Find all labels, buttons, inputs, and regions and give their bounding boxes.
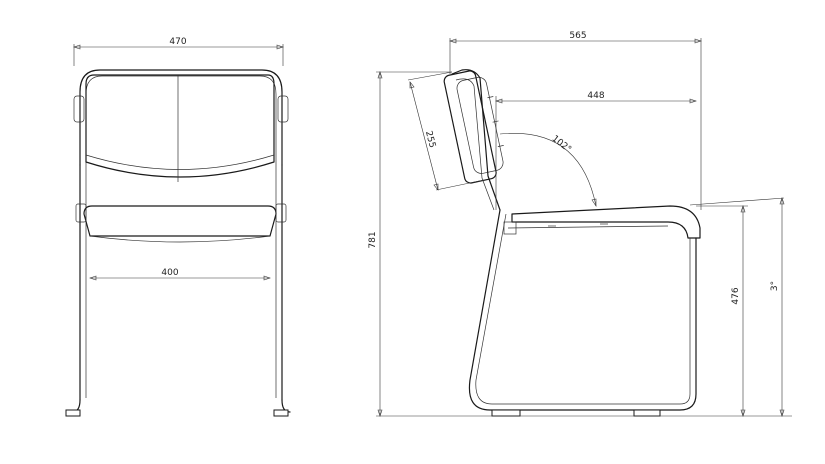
front-seat-bracket-right (275, 203, 287, 223)
side-tilt-arrow-top (779, 197, 785, 205)
side-tilt-arrow-bottom (779, 409, 785, 417)
front-backrest-pad (85, 74, 275, 178)
side-backrest-pad (443, 70, 497, 184)
front-width-label: 470 (169, 37, 186, 47)
side-backrest-cushion (456, 76, 504, 174)
front-backrest-pad-curve (85, 154, 275, 170)
side-backrest-dim-line (409, 81, 439, 191)
front-seat-width-arrow-right (263, 275, 271, 281)
front-frame-clip-left (73, 95, 85, 123)
side-sled-frame (468, 209, 697, 411)
front-view: 470 400 (65, 37, 291, 417)
side-height-arrow-bottom (377, 409, 383, 417)
side-backrest-arrow-bottom (433, 183, 439, 191)
front-foot-right (281, 399, 291, 413)
side-depth-arrow-left (449, 38, 457, 44)
side-backrest-height-label: 255 (423, 130, 437, 149)
front-backrest-frame (79, 69, 283, 166)
front-width-arrow-right (276, 44, 284, 50)
front-seat-bracket-left (75, 203, 87, 223)
side-depth-label: 565 (569, 31, 586, 41)
side-glide-rear (633, 409, 661, 417)
side-sled-frame-inner (475, 213, 691, 405)
side-backrest-tick-3 (497, 145, 504, 147)
side-backrest-arrow-top (409, 81, 415, 89)
side-seat-height-label: 476 (731, 287, 741, 304)
side-seat-height-arrow-bottom (740, 409, 746, 417)
side-backrest-ext-bottom (435, 179, 485, 191)
front-glide-left (65, 409, 81, 417)
side-tilt-label: 3° (770, 281, 780, 291)
side-height-arrow-top (377, 71, 383, 79)
side-back-frame-inner (455, 78, 495, 211)
side-glide-front (491, 409, 521, 417)
front-frame-clip-right (277, 95, 289, 123)
side-seat-depth-label: 448 (587, 91, 604, 101)
side-view: 565 448 781 476 3° 255 (368, 31, 792, 417)
front-glide-right (273, 409, 289, 417)
front-seat-underside (89, 235, 271, 243)
side-height-label: 781 (368, 231, 378, 248)
side-back-angle-arrow (591, 198, 597, 207)
side-back-frame (451, 69, 501, 211)
side-seat-depth-arrow-left (495, 98, 503, 104)
side-backrest (443, 70, 504, 184)
side-backrest-tick-1 (487, 96, 494, 99)
side-backrest-tick-2 (492, 120, 499, 123)
front-seat-width-arrow-left (89, 275, 97, 281)
side-back-angle-label: 102° (550, 134, 573, 155)
side-seat (511, 205, 701, 239)
side-back-angle-arc (499, 132, 597, 207)
side-backrest-ext-top (407, 71, 453, 81)
side-seat-height-arrow-top (740, 205, 746, 213)
side-tilt-ref-line (689, 197, 785, 206)
side-seat-depth-arrow-right (689, 98, 697, 104)
front-seat-width-label: 400 (161, 268, 178, 278)
front-width-arrow-left (73, 44, 81, 50)
front-seat (83, 205, 277, 237)
side-depth-arrow-right (694, 38, 702, 44)
front-backrest-frame-inner (85, 75, 277, 165)
side-seat-underside (507, 225, 669, 229)
side-seat-bracket (503, 221, 517, 235)
